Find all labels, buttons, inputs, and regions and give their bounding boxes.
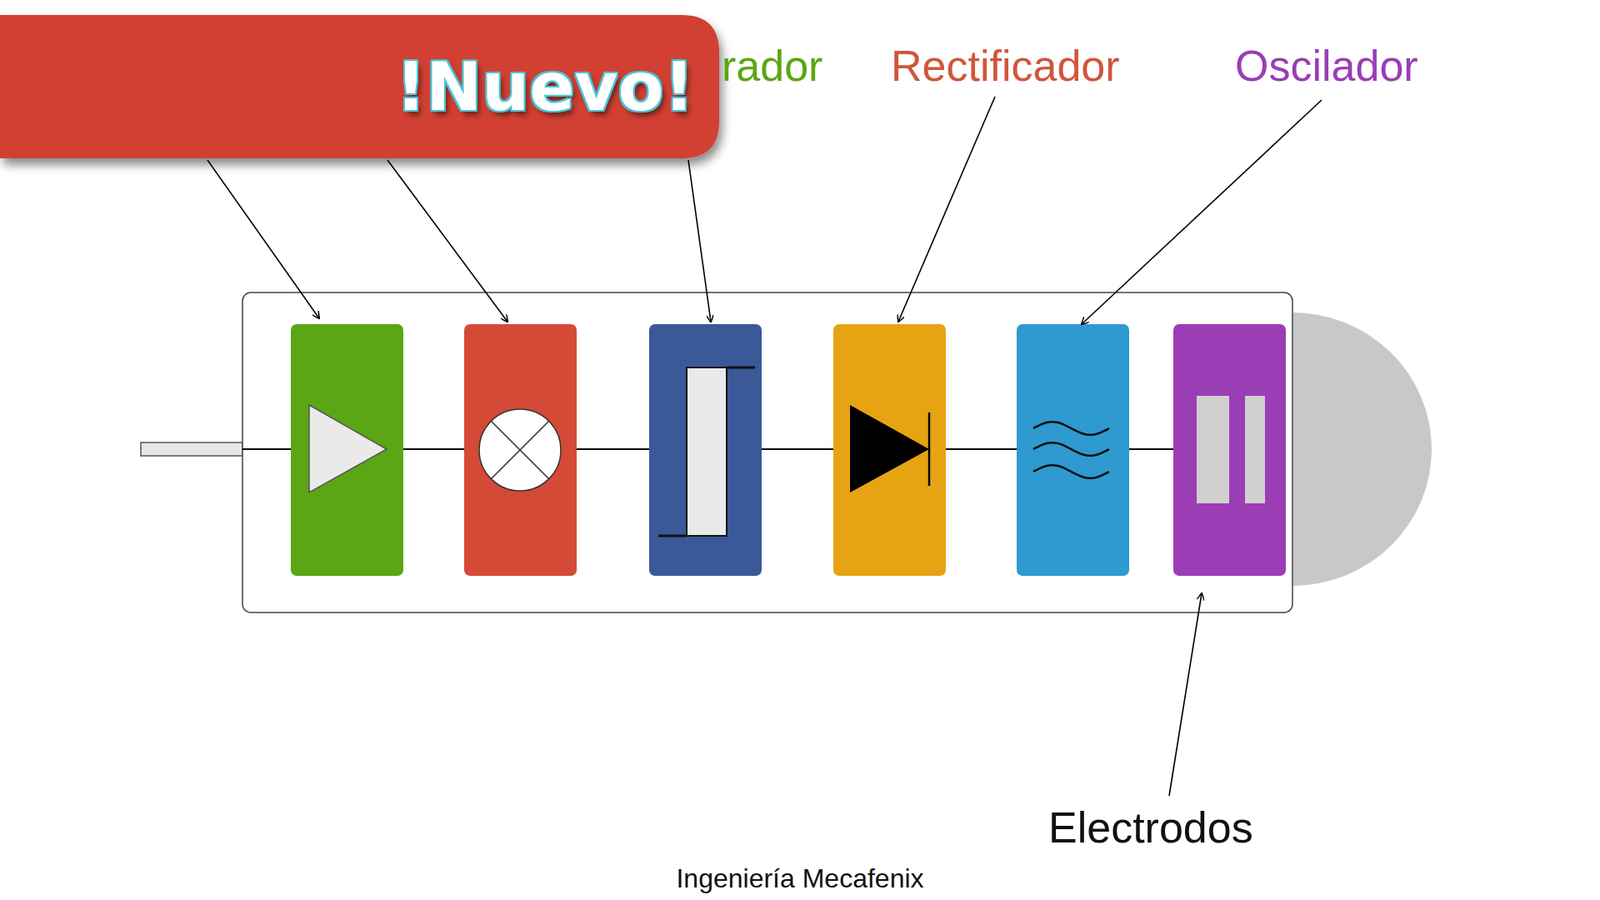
filter-leads	[658, 367, 755, 536]
diode-bar	[928, 412, 931, 486]
oscillator-symbol	[1033, 421, 1110, 479]
amplifier-symbol	[309, 405, 387, 493]
banner	[0, 15, 720, 159]
part-label: Oscilador	[1235, 41, 1419, 92]
amplifier-block	[290, 324, 404, 576]
oscillator-block	[1016, 324, 1130, 576]
filter-symbol	[686, 367, 727, 536]
leader-line	[688, 160, 711, 322]
wave-stroke	[1033, 465, 1110, 479]
leader-line	[898, 96, 995, 322]
caption: Ingeniería Mecafenix	[675, 863, 924, 895]
part-label: rador	[721, 41, 823, 92]
mixer-symbol	[479, 409, 561, 491]
leader-line	[1169, 593, 1202, 796]
mixer-cross	[490, 420, 550, 480]
probe-tip	[1292, 312, 1432, 586]
part-label: Rectificador	[890, 41, 1120, 92]
electrode-plate	[1196, 395, 1230, 504]
probe-stem	[140, 442, 243, 456]
wave-stroke	[1033, 442, 1110, 456]
leader-lines	[207, 96, 1322, 796]
rectifier-block	[833, 324, 946, 576]
leader-line	[1081, 100, 1322, 325]
leader-line	[207, 160, 320, 319]
banner-box: !Nuevo!	[0, 15, 720, 159]
mixer-block	[464, 324, 577, 576]
electrode-block	[1173, 324, 1286, 576]
leader-line	[387, 160, 508, 322]
filter-block	[649, 324, 762, 576]
wave-stroke	[1033, 421, 1110, 435]
diode-symbol	[850, 405, 930, 493]
banner-text: !Nuevo!	[395, 48, 695, 126]
part-label: Electrodos	[1048, 803, 1254, 854]
electrode-plate	[1245, 395, 1265, 504]
probe-housing	[242, 292, 1293, 613]
